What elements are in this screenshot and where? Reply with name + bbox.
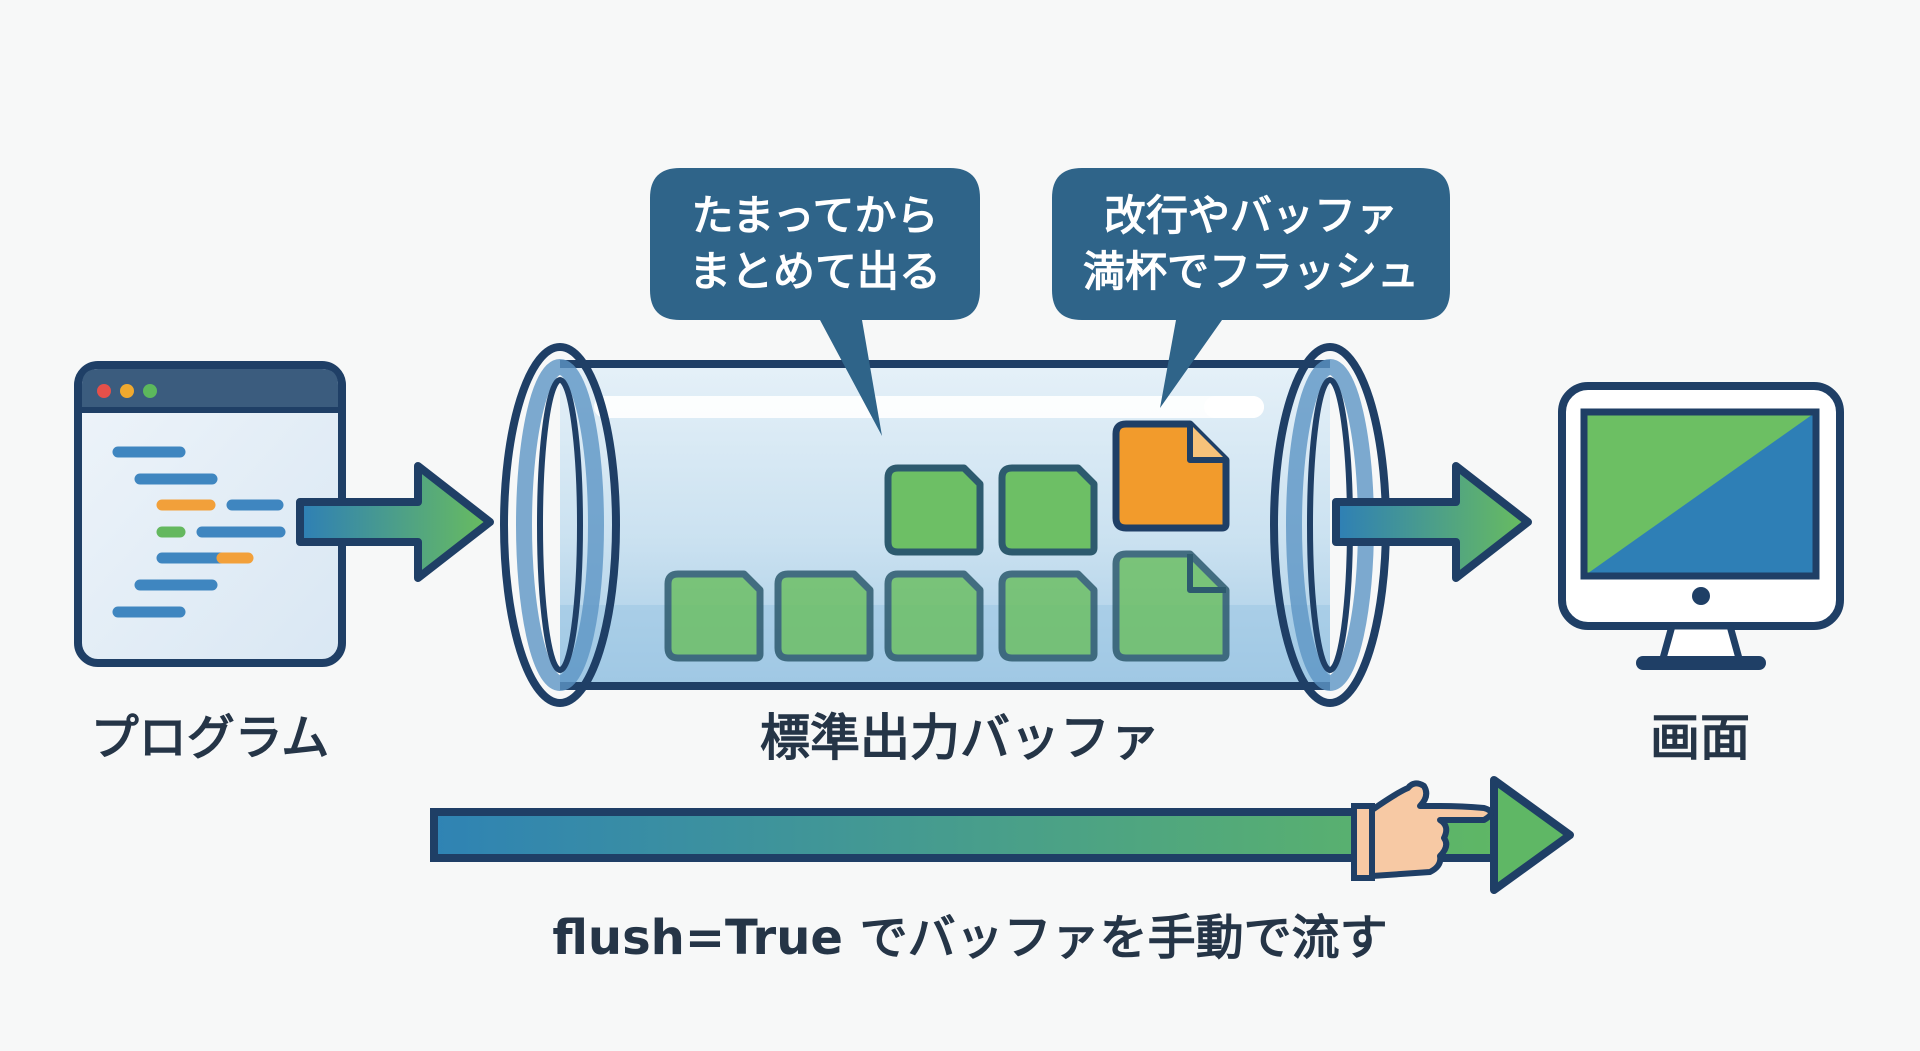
pointing-hand-icon — [1351, 780, 1494, 881]
bubble-left-line-1: たまってから — [691, 191, 939, 240]
output-arrow — [1332, 462, 1532, 582]
monitor-icon — [1558, 382, 1844, 670]
program-label: プログラム — [90, 710, 330, 766]
document-block-icon — [774, 570, 874, 662]
buffer-data-blocks — [664, 420, 1230, 662]
document-block-icon — [884, 570, 984, 662]
screen-label: 画面 — [1650, 709, 1750, 767]
speech-bubble-right — [1052, 168, 1450, 408]
bubble-left-line-2: まとめて出る — [688, 247, 941, 296]
document-block-icon — [998, 464, 1098, 556]
bubble-right-line-2: 満杯でフラッシュ — [1082, 247, 1419, 296]
document-block-icon — [1112, 420, 1230, 532]
bubble-right-line-1: 改行やバッファ — [1103, 191, 1398, 240]
speech-bubble-left — [650, 168, 980, 436]
flush-arrow — [430, 776, 1574, 894]
buffer-label: 標準出力バッファ — [760, 709, 1160, 767]
input-arrow — [296, 462, 494, 582]
bubble-left-text: たまってから まとめて出る — [650, 188, 980, 300]
flush-caption: flush=True でバッファを手動で流す — [552, 910, 1388, 966]
bubble-right-text: 改行やバッファ 満杯でフラッシュ — [1052, 188, 1450, 300]
document-block-icon — [1112, 550, 1230, 662]
document-block-icon — [884, 464, 984, 556]
code-editor-window-icon — [74, 361, 346, 667]
document-block-icon — [664, 570, 764, 662]
document-block-icon — [998, 570, 1098, 662]
